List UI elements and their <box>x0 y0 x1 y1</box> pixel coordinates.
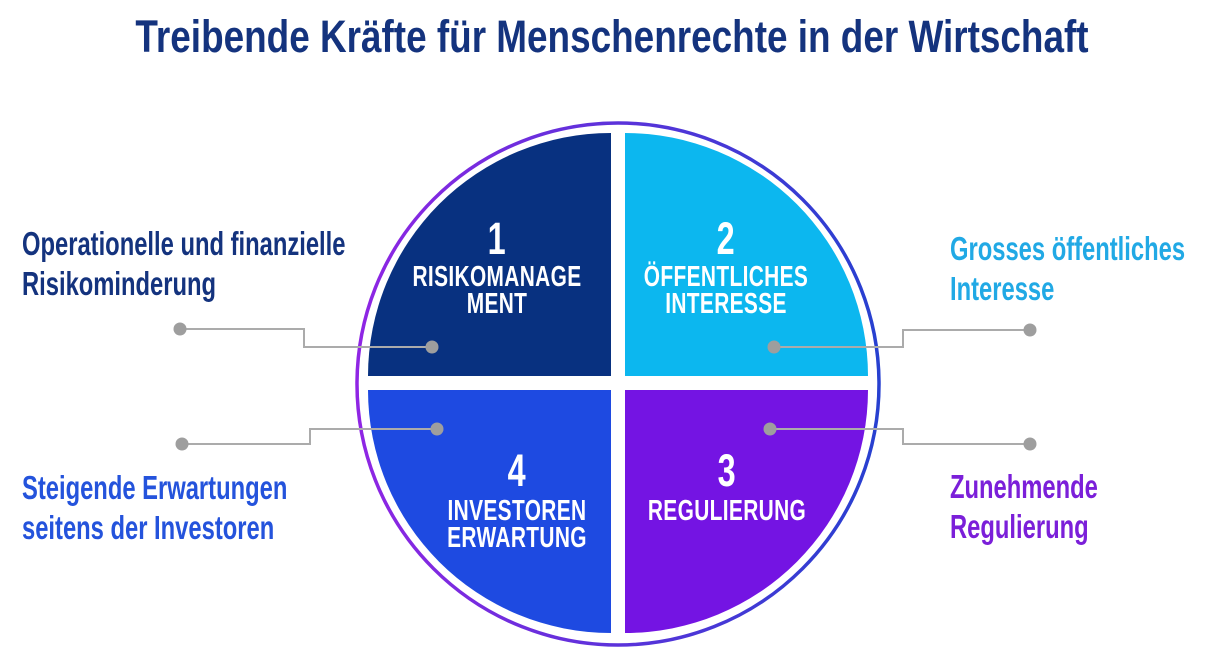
callout-risikominderung: Operationelle und finanzielle Risikomind… <box>22 224 345 304</box>
quadrant-4-title-line: INVESTOREN <box>447 495 587 527</box>
connector-dot <box>1023 323 1037 337</box>
quadrant-4-title-line: ERWARTUNG <box>447 522 587 554</box>
connector-dot <box>425 340 439 354</box>
quadrant-3-label: 3 REGULIERUNG <box>619 445 835 527</box>
connector-dot <box>1023 437 1037 451</box>
quadrant-risikomanagement <box>368 133 611 376</box>
callout-zunehmende-regulierung: Zunehmende Regulierung <box>950 467 1098 547</box>
callout-investoren-erwartungen: Steigende Erwartungen seitens der Invest… <box>22 468 287 548</box>
connector-dot <box>175 437 189 451</box>
outer-ring <box>355 121 881 647</box>
callout-line: Grosses öffentliches <box>950 230 1186 267</box>
quadrant-4-label: 4 INVESTOREN ERWARTUNG <box>409 445 625 554</box>
connector-bottom-right <box>770 428 1030 445</box>
quadrant-oeffentliches-interesse <box>625 133 868 376</box>
callout-line: seitens der Investoren <box>22 509 275 546</box>
connector-dot <box>173 322 187 336</box>
callout-oeffentliches-interesse: Grosses öffentliches Interesse <box>950 229 1185 309</box>
connector-dot <box>430 422 444 436</box>
quadrant-2-title-line: ÖFFENTLICHES <box>643 261 809 293</box>
quadrant-2-number: 2 <box>716 213 736 264</box>
connector-dot <box>767 340 781 354</box>
quadrant-1-title-line: RISIKOMANAGE <box>412 261 582 293</box>
callout-line: Interesse <box>950 270 1055 307</box>
quadrant-1-label: 1 RISIKOMANAGE MENT <box>389 213 605 320</box>
quadrant-2-title-line: INTERESSE <box>665 288 787 320</box>
quadrant-2-label: 2 ÖFFENTLICHES INTERESSE <box>618 213 834 320</box>
callout-line: Operationelle und finanzielle <box>22 225 346 262</box>
callout-line: Regulierung <box>950 508 1089 545</box>
quadrant-regulierung <box>625 390 868 633</box>
callout-line: Zunehmende <box>950 468 1098 505</box>
connector-bottom-left <box>182 428 437 445</box>
callout-line: Steigende Erwartungen <box>22 469 288 506</box>
quadrant-4-number: 4 <box>507 445 527 496</box>
quadrant-1-number: 1 <box>487 213 507 264</box>
page-title: Treibende Kräfte für Menschenrechte in d… <box>135 11 1089 62</box>
connector-top-left <box>180 328 432 348</box>
quadrant-investoren-erwartung <box>368 390 611 633</box>
quadrant-3-number: 3 <box>717 445 737 496</box>
connector-dot <box>763 422 777 436</box>
connector-top-right <box>774 329 1030 348</box>
quadrant-3-title-line: REGULIERUNG <box>647 495 807 527</box>
quadrant-1-title-line: MENT <box>466 288 528 320</box>
callout-line: Risikominderung <box>22 265 217 302</box>
